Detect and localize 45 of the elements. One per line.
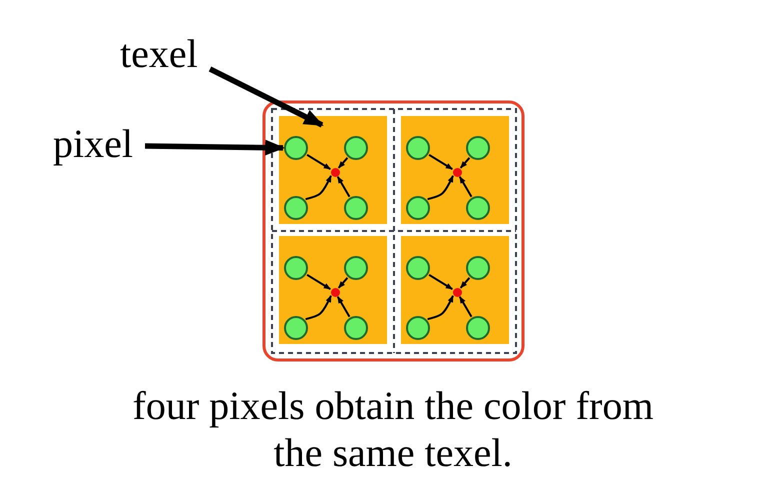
pixel-circle [284, 136, 308, 160]
arrow [338, 157, 348, 169]
arrow [305, 175, 332, 200]
arrow [458, 296, 472, 318]
texel-square [401, 116, 509, 224]
texel-square [401, 236, 509, 344]
callout-label: pixel [53, 124, 133, 164]
pixel-circle [344, 136, 368, 160]
arrow [306, 274, 331, 290]
caption: four pixels obtain the color from the same texel. [132, 382, 654, 476]
arrow [427, 295, 454, 320]
arrow [460, 157, 470, 169]
arrow [428, 274, 453, 290]
sample-point [330, 168, 340, 176]
pixel-circle [406, 196, 430, 220]
pixel-circle [344, 256, 368, 280]
arrow [144, 140, 285, 156]
texel-square [279, 236, 387, 344]
arrow [427, 175, 454, 200]
sample-point [452, 288, 462, 296]
pixel-circle [466, 256, 490, 280]
pixel-circle [466, 196, 490, 220]
pixel-circle [406, 256, 430, 280]
pixel-circle [284, 196, 308, 220]
arrow [306, 154, 331, 170]
arrow [428, 154, 453, 170]
pixel-circle [466, 316, 490, 340]
pixel-circle [284, 316, 308, 340]
pixel-circle [406, 136, 430, 160]
pixel-circle [406, 316, 430, 340]
arrow [336, 296, 350, 318]
callout-label: texel [120, 34, 198, 74]
arrow [458, 176, 472, 198]
pixel-circle [344, 316, 368, 340]
arrow [460, 277, 470, 289]
pixel-circle [344, 196, 368, 220]
sample-point [452, 168, 462, 176]
arrow [336, 176, 350, 198]
sample-point [330, 288, 340, 296]
arrow [338, 277, 348, 289]
arrow [208, 66, 324, 128]
arrow [305, 295, 332, 320]
texel-square [279, 116, 387, 224]
pixel-circle [466, 136, 490, 160]
pixel-circle [284, 256, 308, 280]
